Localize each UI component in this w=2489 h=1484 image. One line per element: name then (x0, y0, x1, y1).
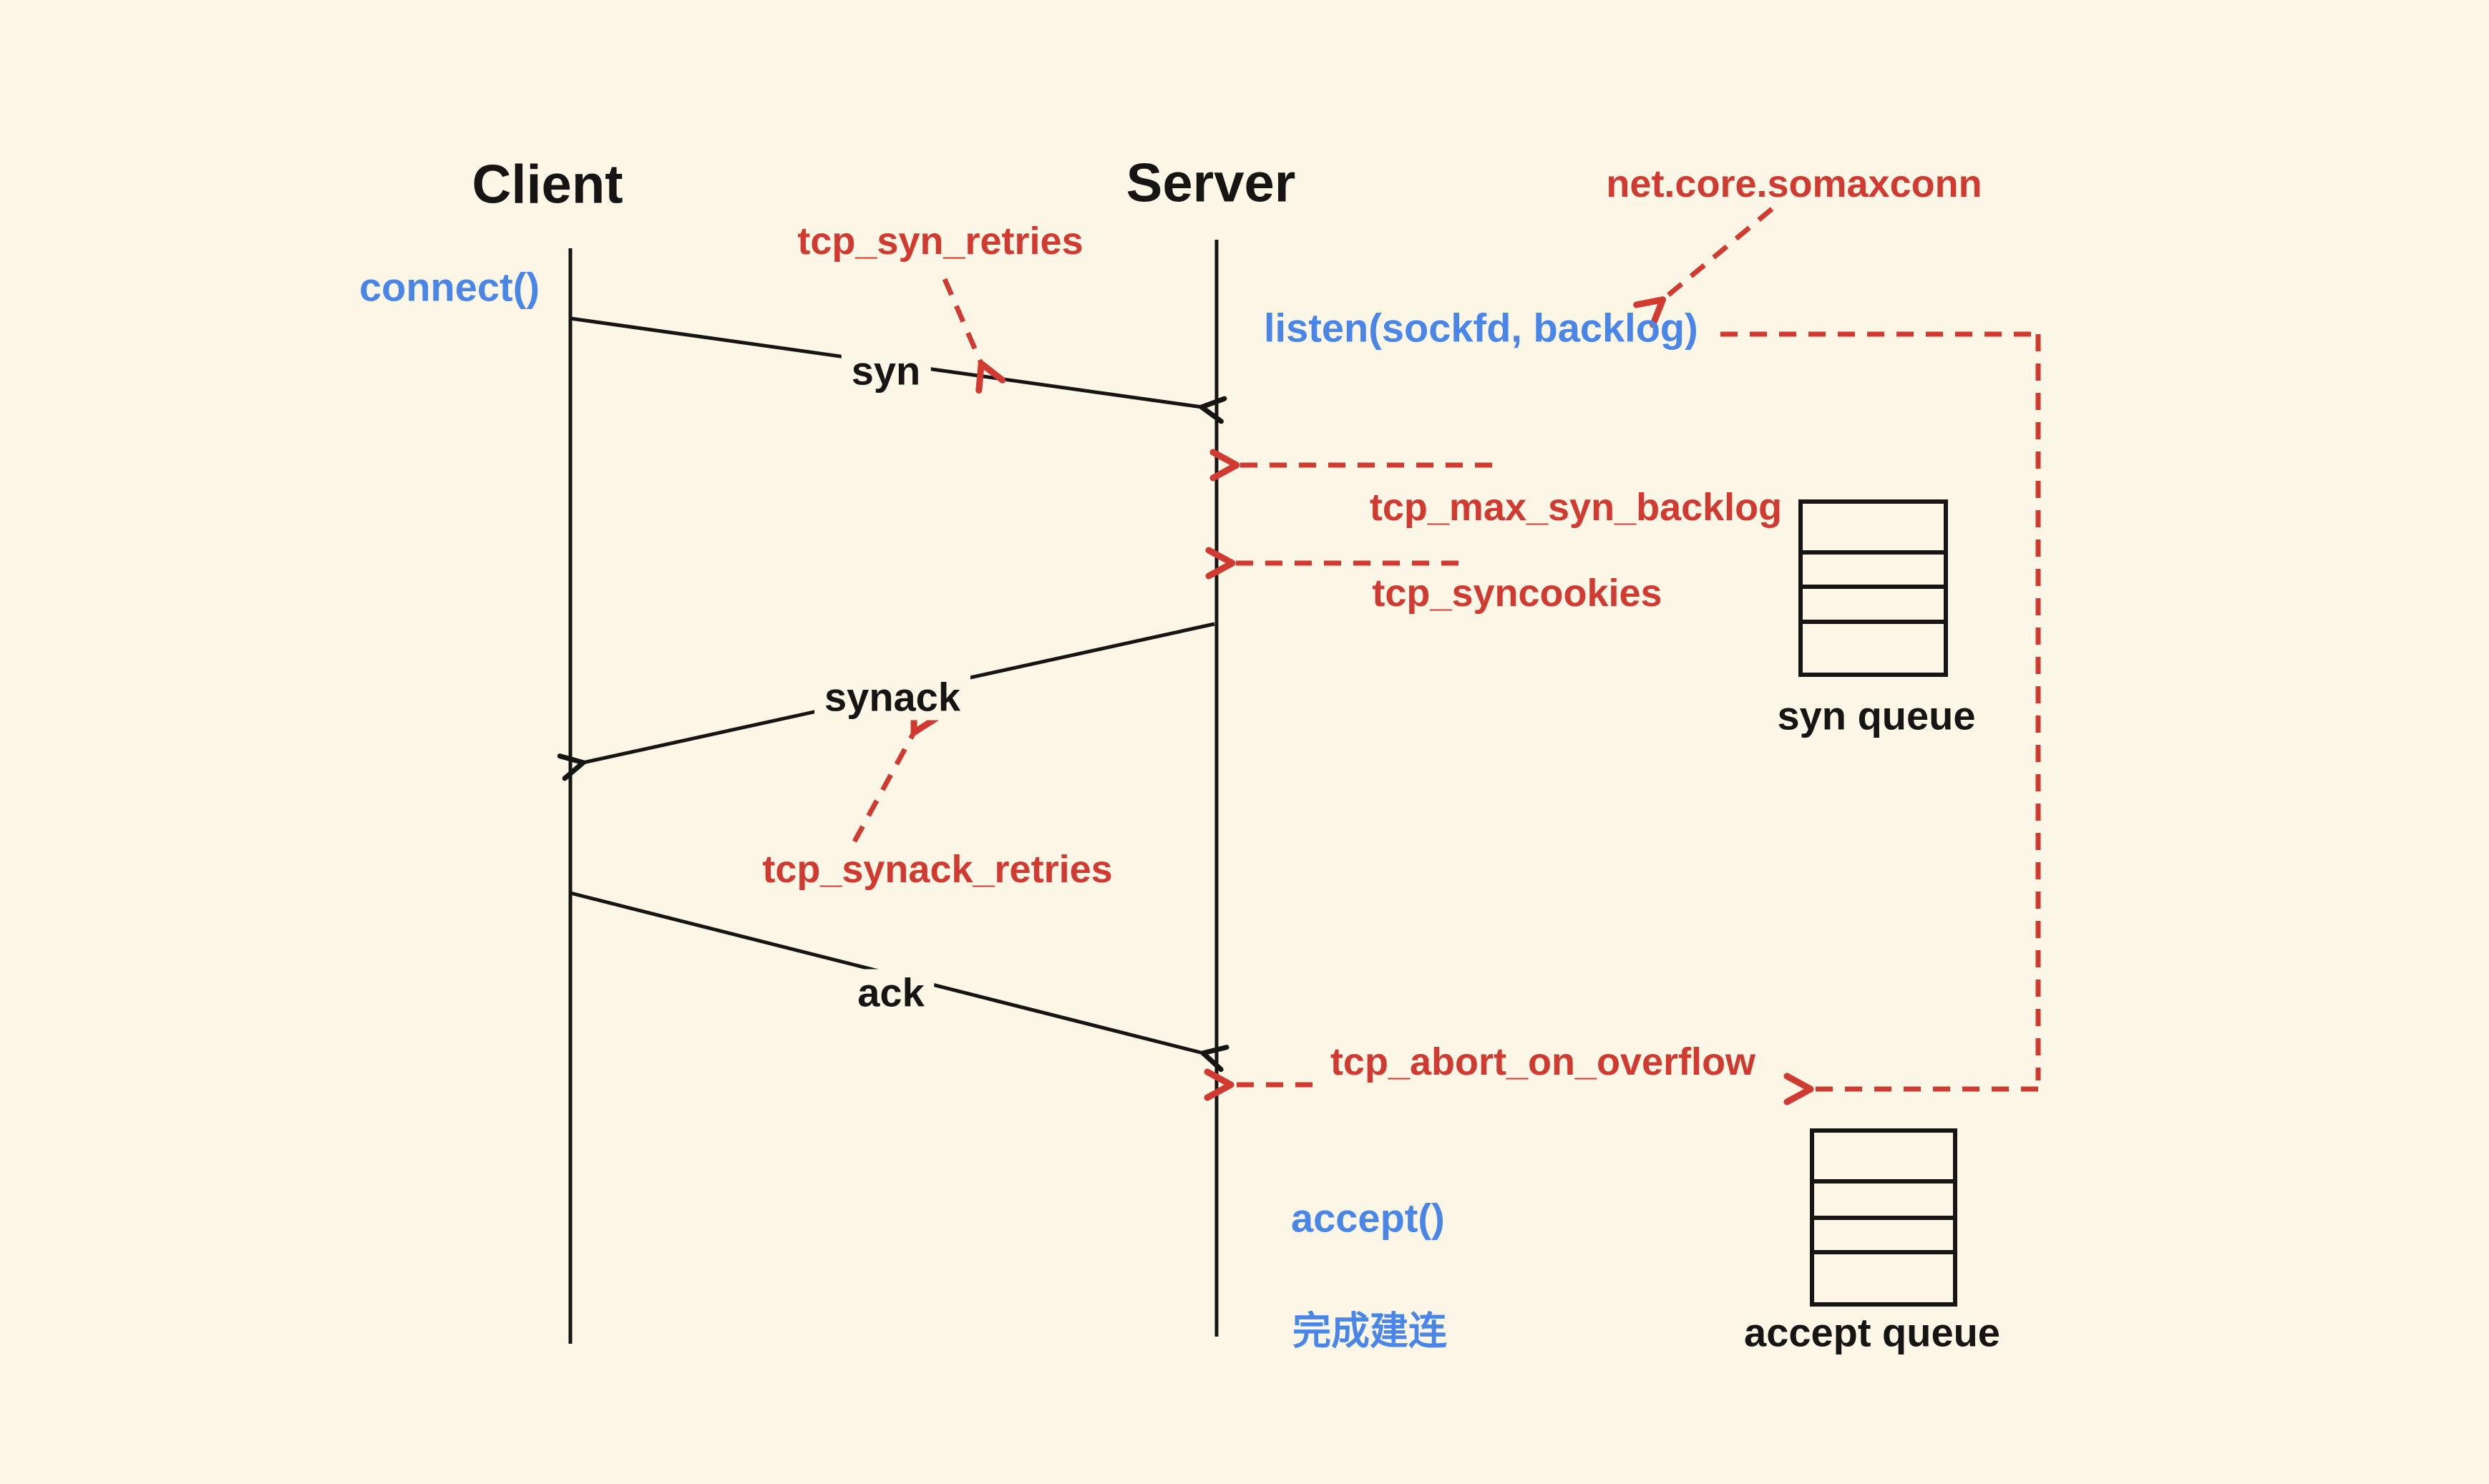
syn-queue-box (1798, 499, 1948, 677)
tcp-syn-retries-pointer (942, 278, 1006, 394)
somaxconn-label: net.core.somaxconn (1606, 162, 1982, 205)
accept-queue-label: accept queue (1744, 1309, 2000, 1355)
tcp-abort-on-overflow-label: tcp_abort_on_overflow (1330, 1040, 1756, 1083)
syn-message-label: syn (841, 347, 931, 394)
server-title: Server (1126, 152, 1296, 214)
accept-call-label: accept() (1291, 1195, 1445, 1241)
connect-call-label: connect() (359, 264, 540, 310)
syn-queue-label: syn queue (1777, 693, 1976, 738)
tcp-syn-retries-label: tcp_syn_retries (797, 220, 1083, 263)
client-title: Client (472, 154, 623, 215)
tcp-syncookies-label: tcp_syncookies (1372, 572, 1662, 615)
synack-message-label: synack (814, 673, 970, 721)
tcp-synack-retries-label: tcp_synack_retries (762, 848, 1113, 891)
somaxconn-pointer (1633, 207, 1774, 328)
listen-call-label: listen(sockfd, backlog) (1264, 305, 1698, 351)
connection-established-label: 完成建连 (1292, 1309, 1447, 1353)
tcp-synack-retries-pointer (852, 702, 940, 843)
accept-queue-box (1810, 1128, 1957, 1307)
ack-message-label: ack (847, 969, 935, 1016)
tcp-max-syn-backlog-label: tcp_max_syn_backlog (1369, 486, 1783, 529)
